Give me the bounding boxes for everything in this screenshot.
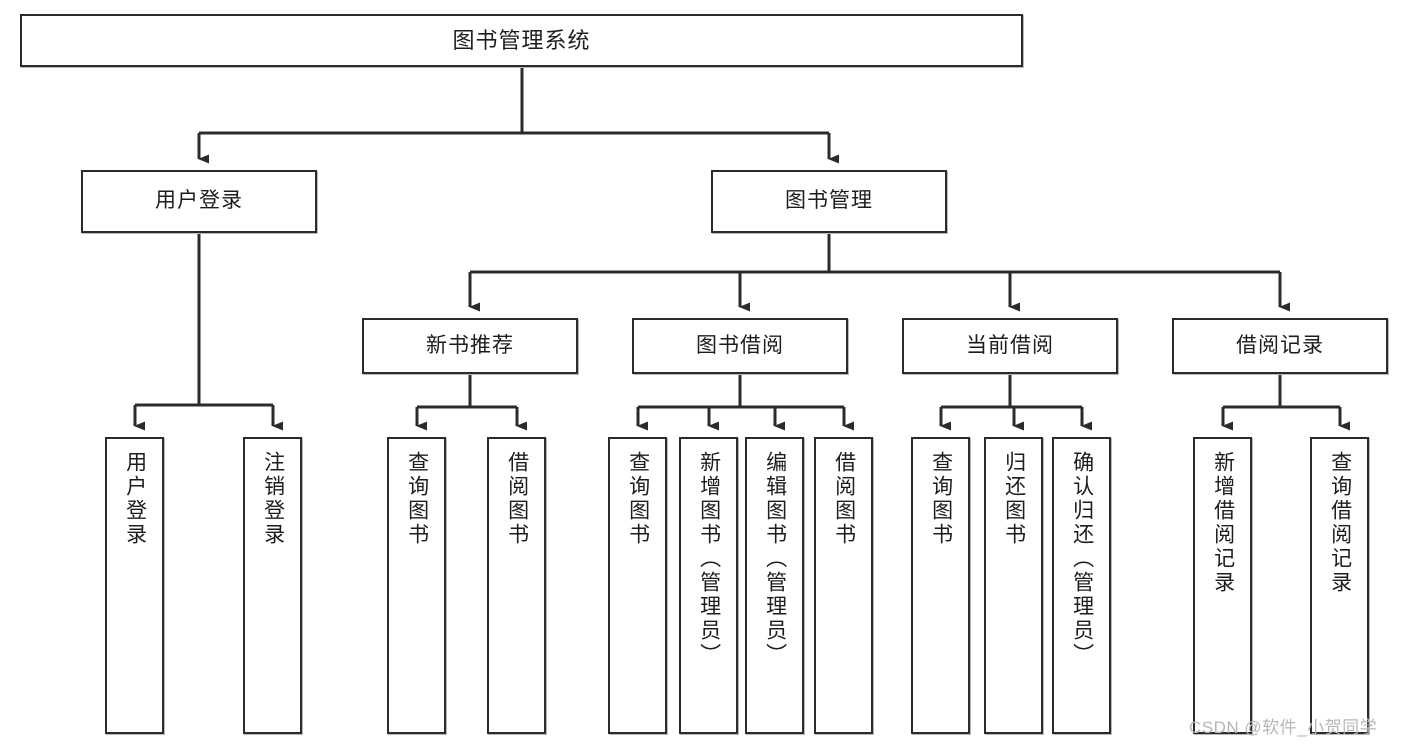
node-leaf-nb-borrow[interactable]: 借阅图书 — [487, 437, 546, 734]
csdn-watermark: CSDN @软件_小贺同学 — [1189, 718, 1378, 737]
node-label: 新增借阅记录 — [1211, 451, 1235, 595]
node-current-borrow[interactable]: 当前借阅 — [902, 318, 1118, 374]
node-label: 借阅图书 — [505, 451, 529, 547]
node-leaf-br-query[interactable]: 查询借阅记录 — [1310, 437, 1369, 734]
node-label: 图书管理系统 — [452, 27, 591, 53]
node-root[interactable]: 图书管理系统 — [20, 14, 1023, 67]
node-book-borrow[interactable]: 图书借阅 — [632, 318, 848, 374]
node-label: 借阅记录 — [1236, 333, 1324, 357]
node-label: 图书管理 — [785, 189, 873, 213]
node-borrow-record[interactable]: 借阅记录 — [1172, 318, 1388, 374]
node-label: 查询借阅记录 — [1328, 451, 1352, 595]
node-leaf-bb-query[interactable]: 查询图书 — [608, 437, 667, 734]
node-label: 归还图书 — [1002, 451, 1026, 547]
node-label: 查询图书 — [405, 451, 429, 547]
node-leaf-cb-query[interactable]: 查询图书 — [911, 437, 970, 734]
edge-group — [133, 67, 1350, 431]
node-label: 查询图书 — [626, 451, 650, 547]
node-label: 借阅图书 — [832, 451, 856, 547]
node-user-login[interactable]: 用户登录 — [81, 170, 317, 233]
node-leaf-bb-edit[interactable]: 编辑图书（管理员） — [745, 437, 804, 734]
node-leaf-cb-confirm[interactable]: 确认归还（管理员） — [1052, 437, 1111, 734]
node-leaf-br-add[interactable]: 新增借阅记录 — [1193, 437, 1252, 734]
node-leaf-nb-query[interactable]: 查询图书 — [387, 437, 446, 734]
node-label: 注销登录 — [261, 451, 285, 547]
node-leaf-cb-return[interactable]: 归还图书 — [984, 437, 1043, 734]
node-leaf-logout[interactable]: 注销登录 — [243, 437, 302, 734]
node-label: 查询图书 — [929, 451, 953, 547]
node-label: 编辑图书（管理员） — [763, 451, 787, 667]
node-label: 新书推荐 — [426, 333, 514, 357]
node-label: 确认归还（管理员） — [1070, 451, 1094, 667]
node-leaf-bb-add[interactable]: 新增图书（管理员） — [679, 437, 738, 734]
node-label: 新增图书（管理员） — [697, 451, 721, 667]
node-leaf-bb-borrow[interactable]: 借阅图书 — [814, 437, 873, 734]
node-new-book-rec[interactable]: 新书推荐 — [362, 318, 578, 374]
node-label: 用户登录 — [155, 189, 243, 213]
node-book-manage[interactable]: 图书管理 — [711, 170, 947, 233]
node-label: 图书借阅 — [696, 333, 784, 357]
node-leaf-user-login[interactable]: 用户登录 — [105, 437, 164, 734]
node-label: 当前借阅 — [966, 333, 1054, 357]
node-label: 用户登录 — [123, 451, 147, 547]
